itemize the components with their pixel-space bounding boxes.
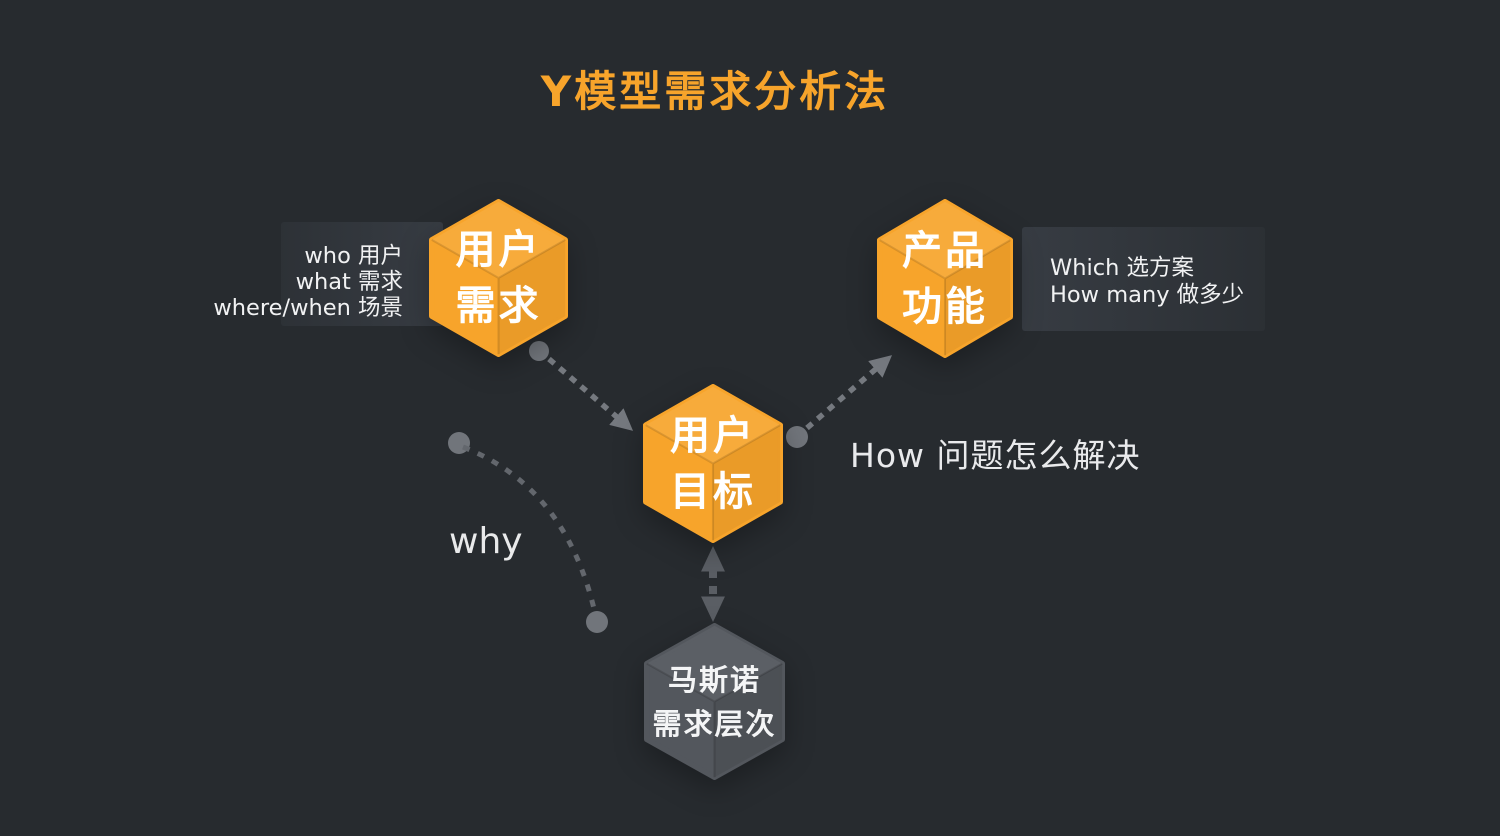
node-label: 产品 功能: [877, 199, 1013, 358]
how-annotation: How 问题怎么解决: [850, 436, 1141, 475]
which-annotation-box: [1022, 227, 1265, 331]
dotted-arrow: [805, 355, 893, 431]
node-product-features: 产品 功能: [877, 199, 1013, 358]
dotted-arrow: [547, 356, 634, 431]
hexagon-cube-icon: [643, 384, 783, 543]
node-label-line: 马斯诺: [667, 662, 761, 697]
hexagon-cube-icon: [877, 199, 1013, 358]
node-user-goals: 用户 目标: [643, 384, 783, 543]
hexagon-cube-icon: [429, 199, 568, 357]
who-annotation-text: who 用户 what 需求 where/when 场景: [160, 243, 403, 321]
node-maslow: 马斯诺 需求层次: [644, 623, 785, 780]
which-line: Which 选方案: [1050, 255, 1195, 281]
node-label-line: 需求: [455, 283, 542, 329]
how-many-line: How many 做多少: [1050, 282, 1245, 308]
node-user-needs: 用户 需求: [429, 199, 568, 357]
what-line: what 需求: [295, 269, 403, 295]
who-line: who 用户: [304, 243, 403, 269]
node-label-line: 用户: [455, 227, 542, 273]
node-label: 用户 目标: [643, 384, 783, 543]
page-title: Y模型需求分析法: [540, 67, 890, 116]
curve-end-dot: [448, 432, 470, 454]
hexagon-cube-icon: [644, 623, 785, 780]
connector-start-dot: [786, 426, 808, 448]
node-label-line: 产品: [902, 227, 988, 274]
curve-end-dot: [586, 611, 608, 633]
where-when-line: where/when 场景: [213, 295, 403, 321]
why-annotation: why: [449, 521, 523, 562]
node-label: 马斯诺 需求层次: [644, 623, 785, 780]
node-label-line: 功能: [902, 283, 988, 330]
who-annotation-box: [281, 222, 443, 326]
node-label-line: 用户: [670, 412, 756, 459]
node-label-line: 目标: [670, 468, 756, 515]
which-annotation-text: Which 选方案 How many 做多少: [1050, 255, 1244, 309]
node-label: 用户 需求: [429, 199, 568, 357]
node-label-line: 需求层次: [652, 706, 777, 741]
